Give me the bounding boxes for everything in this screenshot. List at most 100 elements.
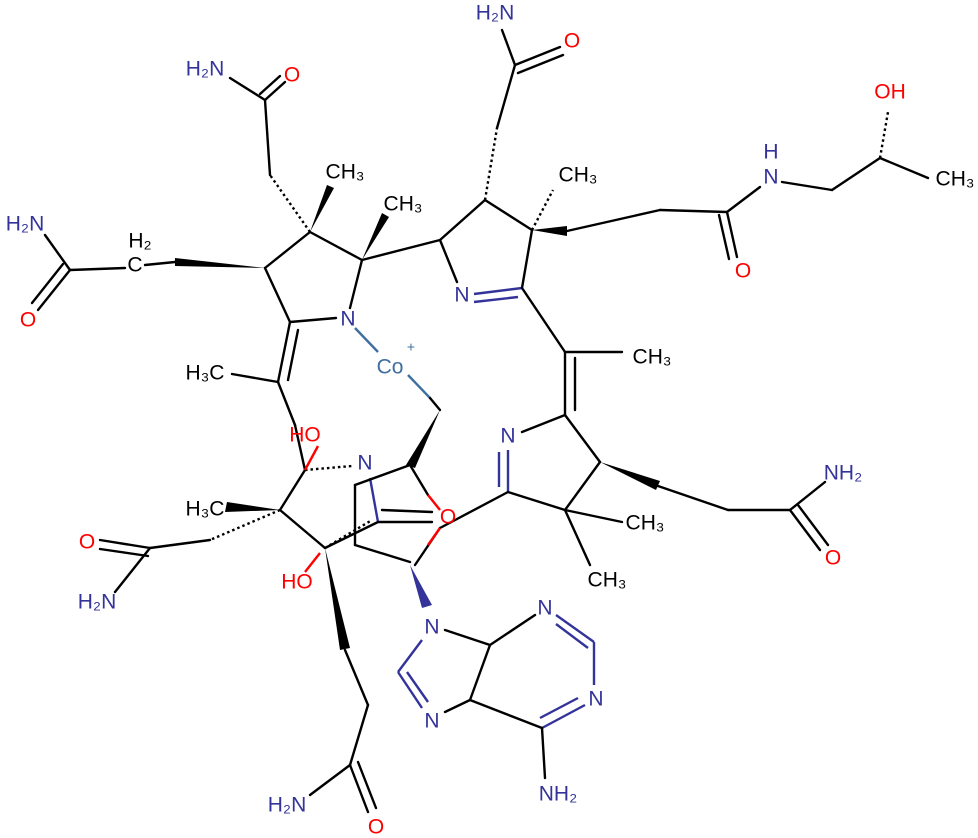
amide-nh2-label: H₂N bbox=[6, 213, 44, 236]
cobalt-label: Co bbox=[377, 356, 404, 379]
bond bbox=[397, 639, 423, 673]
amide-nh2-label: NH₂ bbox=[824, 462, 862, 485]
bond bbox=[468, 698, 544, 730]
bond bbox=[555, 623, 589, 649]
wedge-bond bbox=[325, 548, 350, 650]
bond bbox=[113, 546, 152, 594]
bond bbox=[473, 295, 519, 304]
wedge-bond bbox=[410, 565, 432, 608]
bond bbox=[541, 703, 586, 730]
hashed-bond bbox=[269, 174, 311, 233]
bonds bbox=[30, 28, 930, 814]
bond bbox=[500, 28, 517, 67]
methyl-label: CH₃ bbox=[326, 161, 365, 184]
bond bbox=[353, 463, 412, 487]
bond bbox=[263, 230, 312, 270]
bond bbox=[438, 238, 459, 284]
bond bbox=[506, 490, 567, 512]
hashed-bond bbox=[483, 127, 499, 201]
bond bbox=[563, 508, 592, 567]
bond bbox=[263, 80, 287, 102]
bond bbox=[276, 320, 292, 384]
bond bbox=[563, 508, 624, 524]
bond bbox=[356, 760, 378, 810]
pyrrole-n-label: N bbox=[357, 452, 372, 475]
hashed-bond bbox=[209, 508, 281, 542]
hashed-bond bbox=[304, 464, 353, 472]
bond bbox=[717, 213, 731, 261]
bond bbox=[540, 726, 547, 780]
hydroxyl-label: HO bbox=[281, 571, 313, 594]
bond bbox=[443, 628, 492, 647]
bond bbox=[98, 538, 152, 550]
bond bbox=[380, 508, 434, 514]
wedge-bond bbox=[225, 502, 280, 512]
oxygen-label: O bbox=[20, 309, 36, 332]
bond bbox=[36, 268, 72, 312]
wedge-bond bbox=[175, 258, 265, 268]
methylene-c-label: C bbox=[127, 254, 142, 277]
bond bbox=[658, 208, 729, 214]
bond bbox=[308, 763, 352, 797]
amide-nh2-label: H₂N bbox=[186, 58, 224, 81]
bond bbox=[288, 316, 338, 324]
pyrrole-n-label: N bbox=[500, 425, 515, 448]
bond bbox=[428, 396, 442, 412]
bond bbox=[830, 156, 882, 192]
bond bbox=[278, 468, 307, 512]
bond bbox=[725, 185, 762, 214]
oxygen-label: O bbox=[735, 260, 751, 283]
adenine-n9-label: N bbox=[424, 616, 439, 639]
bond bbox=[293, 423, 307, 472]
bond bbox=[276, 380, 297, 427]
bond bbox=[539, 696, 579, 720]
bond bbox=[368, 477, 380, 523]
bond bbox=[565, 208, 662, 233]
wedge-bond bbox=[310, 185, 334, 232]
methyl-label: CH₃ bbox=[384, 193, 423, 216]
wedge-bond bbox=[362, 213, 389, 260]
amide-nh2-label: H₂N bbox=[268, 794, 306, 817]
wedge-bond bbox=[532, 226, 567, 236]
methyl-label: H₃C bbox=[186, 498, 225, 521]
amide-nh2-label: H₂N bbox=[78, 591, 116, 614]
hashed-bond bbox=[530, 189, 555, 231]
bond bbox=[263, 98, 272, 177]
bond bbox=[348, 703, 370, 767]
bond bbox=[286, 328, 300, 382]
bond bbox=[796, 503, 830, 547]
bond bbox=[303, 445, 320, 471]
bond bbox=[343, 648, 370, 707]
bond bbox=[304, 552, 321, 573]
bond bbox=[473, 286, 523, 296]
bond bbox=[780, 180, 834, 192]
bond bbox=[43, 233, 72, 272]
bond bbox=[143, 260, 177, 267]
adenine-n3-label: N bbox=[537, 597, 552, 620]
bond bbox=[788, 508, 822, 552]
oxygen-label: O bbox=[440, 506, 456, 529]
methylene-h2-label: H₂ bbox=[128, 230, 151, 253]
bond bbox=[308, 230, 364, 262]
bond bbox=[406, 671, 429, 703]
bond bbox=[68, 266, 127, 272]
bond bbox=[427, 527, 441, 546]
bond bbox=[427, 494, 441, 511]
adenine-n7-label: N bbox=[424, 710, 439, 733]
bond bbox=[520, 228, 534, 290]
methyl-label: CH₃ bbox=[626, 512, 665, 535]
atom-labels: H₂N O H₂N O OH H N CH₃ CH₃ CH₃ CH₃ H₂N H… bbox=[6, 2, 975, 838]
bond bbox=[438, 198, 487, 242]
adenine-n1-label: N bbox=[588, 688, 603, 711]
wedge-bond bbox=[406, 410, 440, 468]
bond bbox=[397, 671, 423, 709]
bond bbox=[788, 480, 827, 512]
bond bbox=[278, 508, 327, 550]
methyl-label: CH₃ bbox=[936, 168, 975, 191]
bond bbox=[520, 413, 567, 434]
oxygen-label: O bbox=[79, 531, 95, 554]
oxygen-label: O bbox=[825, 547, 841, 570]
methyl-label: CH₃ bbox=[559, 164, 598, 187]
bond bbox=[878, 156, 930, 180]
